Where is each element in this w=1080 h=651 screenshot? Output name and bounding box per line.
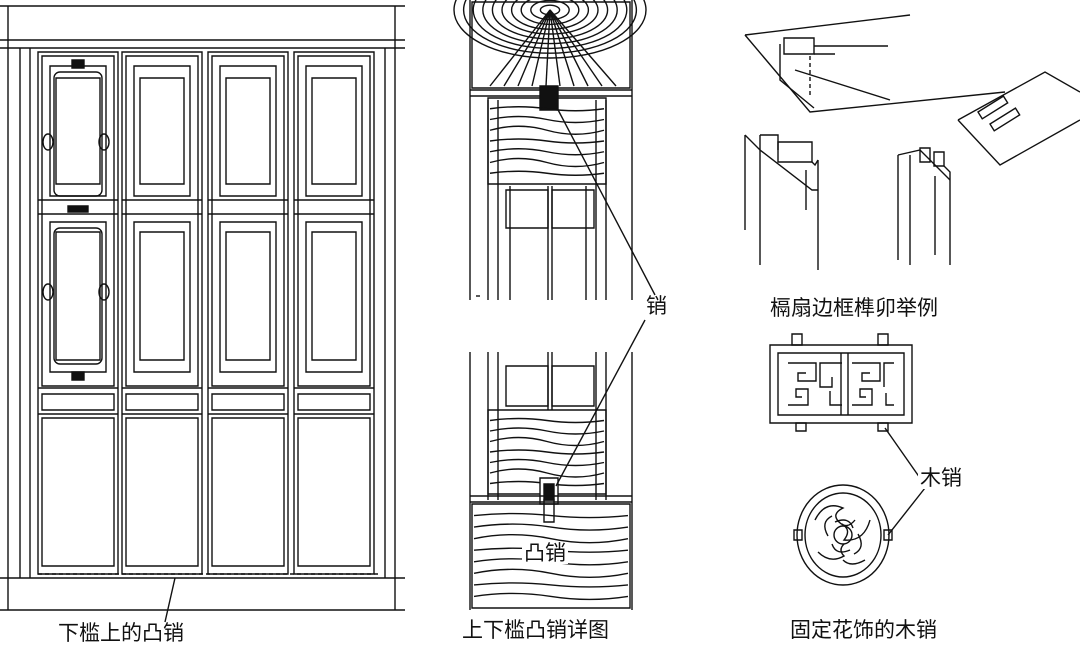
lower-sill-grain — [490, 419, 604, 486]
label-protruding-pin: 凸销 — [522, 541, 568, 565]
leaf-middle-inner — [312, 232, 356, 360]
hinge-pin — [72, 60, 84, 68]
leaf-upper-panel — [220, 66, 276, 196]
grain-ray — [504, 10, 550, 86]
door-leaf — [38, 52, 118, 574]
leaf-middle-panel — [50, 222, 106, 372]
ring-handle — [43, 134, 53, 150]
leaf-upper-frame — [212, 56, 284, 386]
door-leaf — [122, 52, 202, 574]
hinge-pin — [68, 206, 88, 212]
grain-ray — [550, 10, 588, 86]
lower-grain-line — [490, 428, 604, 434]
grain-ring — [492, 0, 607, 39]
leaf-upper-panel — [134, 66, 190, 196]
leaf-waist-panel — [126, 394, 198, 410]
upper-grain-line — [490, 117, 604, 123]
leaf-waist-panel — [298, 394, 370, 410]
bottom-grain-line — [474, 583, 628, 587]
leaf-upper-frame — [298, 56, 370, 386]
leaf-middle-inner — [56, 232, 100, 360]
grain-ray — [550, 10, 602, 86]
leaf-upper-inner — [312, 78, 356, 184]
grain-ray — [490, 10, 550, 86]
bottom-grain-line — [474, 593, 628, 599]
leaf-waist-panel — [42, 394, 114, 410]
glass-pane — [54, 228, 102, 364]
lower-grain-line — [490, 450, 604, 454]
grain-ray — [550, 10, 616, 86]
ring-handle — [99, 284, 109, 300]
leaf-bottom-panel — [298, 418, 370, 566]
grain-ray — [532, 10, 550, 86]
leaf-upper-panel — [306, 66, 362, 196]
tenon-joint-examples — [745, 15, 1080, 270]
leaf-upper-inner — [56, 78, 100, 184]
upper-grain-line — [490, 107, 604, 111]
label-pin: 销 — [644, 294, 669, 318]
upper-grain-line — [490, 171, 604, 175]
leaf-upper-inner — [140, 78, 184, 184]
grain-ring — [464, 0, 637, 53]
leaf-bottom-panel — [42, 418, 114, 566]
grain-ray — [550, 10, 560, 86]
end-grain-rings — [454, 0, 646, 86]
upper-grain-line — [490, 126, 604, 134]
lower-grain-line — [490, 438, 604, 446]
leaf-middle-panel — [306, 222, 362, 372]
leaf-upper-inner — [226, 78, 270, 184]
lower-grain-line — [490, 469, 604, 477]
sill-section-detail — [454, 0, 655, 610]
leaf-bottom-panel — [212, 418, 284, 566]
ornament-wood-pins — [770, 334, 925, 585]
caption-ornament-pins: 固定花饰的木销 — [790, 618, 937, 642]
lower-grain-line — [490, 460, 604, 466]
grain-ring — [454, 0, 646, 58]
grain-ray — [546, 10, 550, 86]
grain-ring — [483, 0, 617, 44]
caption-door-elevation: 下槛上的凸销 — [58, 621, 184, 645]
door-leaves — [38, 52, 374, 574]
bottom-grain-line — [474, 524, 628, 530]
grain-ring — [502, 0, 598, 34]
lower-grain-line — [490, 419, 604, 423]
leaf-middle-panel — [134, 222, 190, 372]
hinge-pin — [72, 372, 84, 380]
grain-ray — [518, 10, 550, 86]
grain-ring — [473, 0, 627, 48]
door-elevation — [0, 6, 405, 622]
caption-tenon-examples: 槅扇边框榫卯举例 — [770, 296, 938, 320]
caption-sill-section: 上下槛凸销详图 — [462, 618, 609, 642]
leaf-waist-panel — [212, 394, 284, 410]
grain-ray — [550, 10, 574, 86]
bottom-grain-line — [474, 535, 628, 543]
upper-grain-line — [490, 139, 604, 143]
label-wood-pin: 木销 — [918, 466, 964, 490]
leaf-bottom-panel — [126, 418, 198, 566]
ring-handle — [43, 284, 53, 300]
grain-ring — [512, 0, 589, 29]
glass-pane — [54, 72, 102, 196]
bottom-grain-line — [474, 569, 628, 577]
grain-ring — [521, 0, 579, 24]
leaf-middle-inner — [140, 232, 184, 360]
leaf-middle-panel — [220, 222, 276, 372]
ring-handle — [99, 134, 109, 150]
leaf-upper-frame — [126, 56, 198, 386]
leaf-upper-panel — [50, 66, 106, 196]
leaf-upper-frame — [42, 56, 114, 386]
bottom-grain-line — [474, 514, 628, 518]
upper-grain-line — [490, 149, 604, 155]
leaf-middle-inner — [226, 232, 270, 360]
